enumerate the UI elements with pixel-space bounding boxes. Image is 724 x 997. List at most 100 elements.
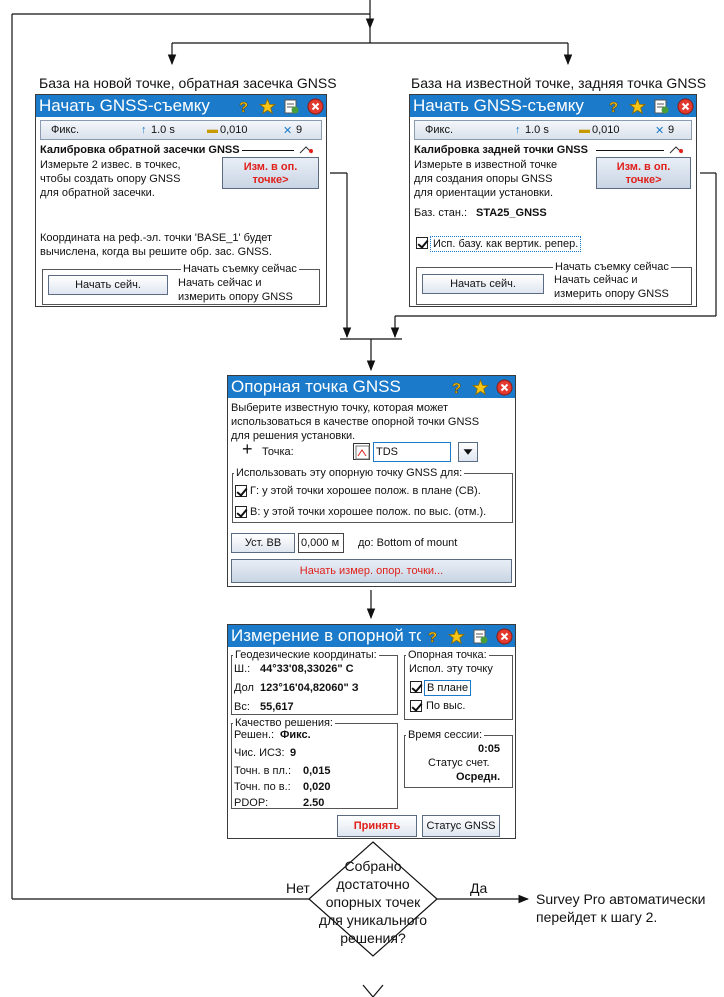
base-station-value: STA25_GNSS (476, 207, 547, 219)
session-time-group-title: Время сессии: (406, 729, 485, 741)
gnss-status-button[interactable]: Статус GNSS (422, 815, 500, 837)
start-desc-line-2: измерить опору GNSS (178, 291, 293, 303)
decision-line-1: Собрано (344, 858, 402, 874)
title-bar: Начать GNSS-съемку ? (36, 95, 326, 117)
longitude-value: 123°16'04,82060" З (260, 682, 359, 694)
svg-text:?: ? (239, 99, 248, 115)
start-control-measure-button[interactable]: Начать измер. опор. точки... (231, 559, 512, 583)
settings-icon[interactable] (472, 628, 489, 645)
use-base-vertical-label: Исп. базу. как вертик. репер. (430, 236, 582, 252)
window-title: Опорная точка GNSS (231, 377, 401, 396)
note-line-2: вычислена, когда вы решите обр. зас. GNS… (40, 246, 272, 258)
satellite-icon: ✕ (283, 125, 293, 137)
settings-icon[interactable] (283, 98, 300, 115)
help-icon[interactable]: ? (424, 628, 441, 644)
antenna-icon: ↑ (141, 124, 147, 136)
fix-status: Фикс. (425, 124, 453, 136)
add-point-icon[interactable]: + (242, 439, 253, 459)
gnss-status-bar[interactable]: Фикс. ↑ 1.0 s ▬ 0,010 ✕ 9 (40, 120, 322, 140)
vertical-precision-label: Точн. по в.: (234, 781, 291, 793)
use-base-vertical-checkbox[interactable] (416, 237, 428, 249)
satellite-count: 9 (668, 124, 675, 136)
by-height-label: По выс. (426, 700, 466, 712)
section-heading: Калибровка задней точки GNSS (414, 144, 588, 156)
favorite-star-icon[interactable] (472, 378, 489, 396)
heading-rule (596, 150, 664, 151)
start-now-button[interactable]: Начать сейч. (422, 274, 544, 294)
favorite-star-icon[interactable] (629, 97, 646, 115)
favorite-star-icon[interactable] (448, 627, 465, 645)
precision-value: 0,010 (592, 124, 620, 136)
caption-result: Survey Pro автоматически перейдет к шагу… (536, 890, 716, 926)
hi-reference-label: до: Bottom of mount (358, 537, 458, 549)
target-icon (298, 141, 315, 158)
instruction-line-3: для ориентации установки. (414, 187, 554, 199)
instruction-line-1: Выберите известную точку, которая может (231, 402, 449, 414)
favorite-star-icon[interactable] (259, 97, 276, 115)
use-control-group-title: Использовать эту опорную точку GNSS для: (234, 467, 465, 479)
decision-line-3: опорных точек (325, 894, 421, 910)
vertical-precision-value: 0,020 (303, 781, 331, 793)
help-icon[interactable]: ? (605, 98, 622, 114)
fix-status: Фикс. (51, 124, 79, 136)
latency-value: 1.0 s (151, 124, 175, 136)
satellite-count: 9 (296, 124, 303, 136)
vertical-checkbox[interactable] (235, 506, 247, 518)
precision-icon: ▬ (579, 124, 590, 136)
help-icon[interactable]: ? (235, 98, 252, 115)
base-station-label: Баз. стан.: (414, 207, 468, 219)
horizontal-precision-value: 0,015 (303, 765, 331, 777)
caption-right-scenario: База на известной точке, задняя точка GN… (411, 75, 707, 91)
in-plane-checkbox[interactable] (410, 681, 422, 693)
horizontal-checkbox[interactable] (235, 485, 247, 497)
start-now-button[interactable]: Начать сейч. (48, 275, 168, 295)
point-input[interactable]: TDS (373, 442, 451, 462)
elevation-value: 55,617 (260, 701, 294, 713)
map-pick-icon[interactable] (353, 443, 370, 460)
latency-value: 1.0 s (525, 124, 549, 136)
accept-button[interactable]: Принять (337, 815, 417, 837)
close-icon[interactable] (677, 98, 694, 115)
caption-yes: Да (470, 880, 488, 896)
close-icon[interactable] (496, 379, 513, 396)
solution-value: Фикс. (280, 729, 311, 741)
title-bar: Опорная точка GNSS ? (228, 376, 515, 398)
set-hi-button[interactable]: Уст. ВВ (231, 533, 295, 553)
close-icon[interactable] (496, 628, 513, 645)
screen-start-gnss-resection: Начать GNSS-съемку ? Фикс. ↑ 1.0 s ▬ 0,0… (35, 94, 327, 307)
precision-icon: ▬ (207, 124, 218, 136)
measure-control-label-2: точке> (252, 174, 289, 186)
section-heading: Калибровка обратной засечки GNSS (40, 144, 240, 156)
counter-status-label: Статус счет. (428, 757, 490, 769)
measure-control-button[interactable]: Изм. в оп. точке> (596, 157, 691, 189)
in-plane-label: В плане (424, 680, 472, 696)
pdop-label: PDOP: (234, 797, 269, 809)
start-desc-line-1: Начать сейчас и (554, 274, 638, 286)
gnss-status-bar[interactable]: Фикс. ↑ 1.0 s ▬ 0,010 ✕ 9 (414, 120, 692, 140)
accept-label: Принять (353, 820, 401, 832)
screen-control-measurement: Измерение в опорной то ? Геодезические к… (227, 624, 516, 839)
window-title: Измерение в опорной то (231, 626, 426, 645)
settings-icon[interactable] (653, 98, 670, 115)
use-point-label: Испол. эту точку (409, 663, 493, 675)
hi-input[interactable]: 0,000 м (298, 533, 344, 553)
satellites-label: Чис. ИСЗ: (234, 747, 285, 759)
by-height-checkbox[interactable] (410, 700, 422, 712)
help-icon[interactable]: ? (448, 379, 465, 395)
point-dropdown-button[interactable] (458, 442, 478, 462)
antenna-icon: ↑ (515, 124, 521, 136)
decision-line-5: решения? (340, 930, 406, 946)
measure-control-button[interactable]: Изм. в оп. точке> (222, 157, 319, 189)
geodetic-group-title: Геодезические координаты: (233, 649, 379, 661)
measure-control-label-2: точке> (625, 174, 662, 186)
satellites-value: 9 (290, 747, 297, 759)
elevation-label: Вс: (234, 701, 250, 713)
latitude-label: Ш.: (234, 663, 251, 675)
close-icon[interactable] (307, 98, 324, 115)
session-time-value: 0:05 (478, 743, 501, 755)
chevron-down-icon (463, 449, 473, 455)
caption-result-text: Survey Pro автоматически перейдет к шагу… (536, 891, 706, 925)
note-line-1: Координата на реф.-эл. точки 'BASE_1' бу… (40, 232, 273, 244)
horizontal-option-label: Г: у этой точки хорошее полож. в плане (… (250, 485, 481, 497)
longitude-label: Дол (234, 682, 254, 694)
